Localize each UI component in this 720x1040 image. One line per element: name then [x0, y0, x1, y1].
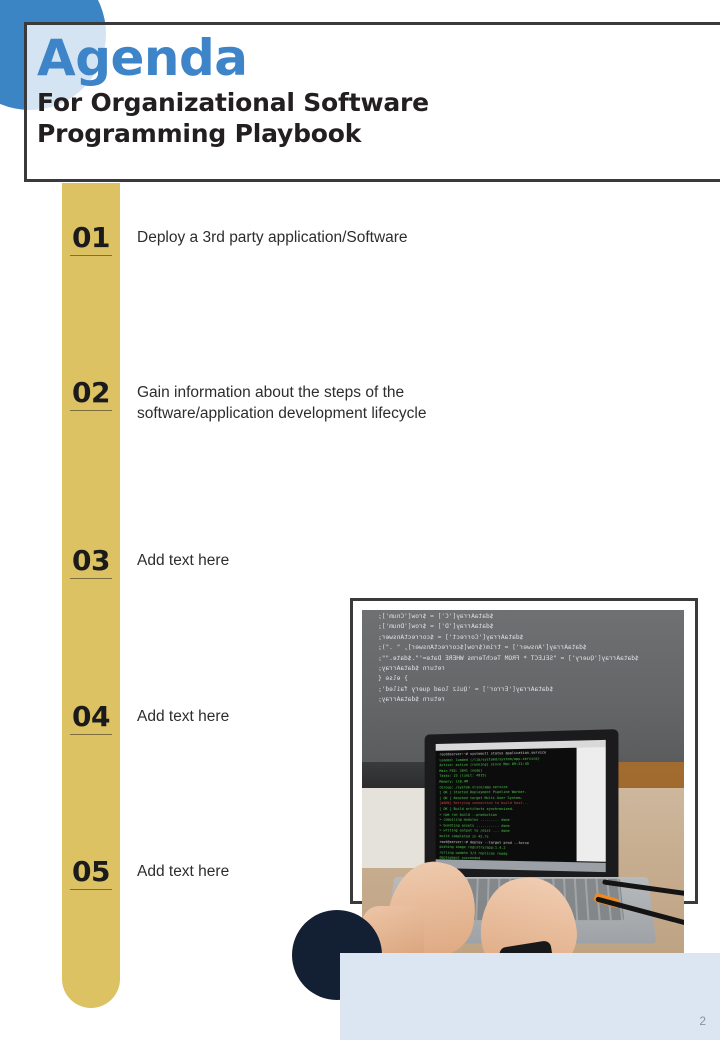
agenda-text-line: Gain information about the steps of the [137, 384, 405, 401]
agenda-text: Add text here [120, 856, 662, 882]
laptop-coding-photo: $dataArray['C'] = $row['Cnum'];$dataArra… [362, 610, 684, 968]
agenda-number: 03 [72, 544, 110, 577]
agenda-item-03[interactable]: 03 Add text here [62, 545, 662, 607]
agenda-text-line: software/application development lifecyc… [137, 405, 427, 422]
agenda-number-wrapper: 04 [62, 701, 120, 735]
agenda-text: Deploy a 3rd party application/Software [120, 222, 662, 248]
agenda-number-wrapper: 03 [62, 545, 120, 579]
agenda-number-wrapper: 05 [62, 856, 120, 890]
laptop-code-text: root@server:~# systemctl status applicat… [439, 750, 547, 861]
agenda-text-line: Deploy a 3rd party application/Software [137, 229, 408, 246]
page-subtitle: For Organizational Software Programming … [37, 87, 657, 149]
agenda-number: 01 [72, 221, 110, 254]
agenda-number: 02 [72, 376, 110, 409]
agenda-item-04[interactable]: 04 Add text here [62, 701, 662, 763]
agenda-text: Gain information about the steps of the … [120, 377, 662, 424]
agenda-item-01[interactable]: 01 Deploy a 3rd party application/Softwa… [62, 222, 662, 284]
blue-panel-decoration: 2 [340, 953, 720, 1040]
screen-side-panel [576, 747, 606, 862]
agenda-item-05[interactable]: 05 Add text here [62, 856, 662, 918]
agenda-text: Add text here [120, 701, 662, 727]
page-title: Agenda [37, 29, 248, 87]
agenda-number-wrapper: 01 [62, 222, 120, 256]
photo-scene: $dataArray['C'] = $row['Cnum'];$dataArra… [362, 610, 684, 968]
gold-accent-bar [62, 183, 120, 1008]
agenda-text-line: Add text here [137, 708, 230, 725]
agenda-item-02[interactable]: 02 Gain information about the steps of t… [62, 377, 662, 439]
agenda-text-line: Add text here [137, 552, 230, 569]
agenda-number-underline [70, 410, 112, 411]
agenda-number-underline [70, 578, 112, 579]
subtitle-line-1: For Organizational Software [37, 88, 429, 117]
agenda-number: 05 [72, 855, 110, 888]
header-inner: Agenda For Organizational Software Progr… [37, 29, 657, 149]
agenda-number-underline [70, 255, 112, 256]
agenda-number: 04 [72, 700, 110, 733]
agenda-text: Add text here [120, 545, 662, 571]
laptop-screen: root@server:~# systemctl status applicat… [435, 739, 606, 873]
agenda-number-underline [70, 889, 112, 890]
subtitle-line-2: Programming Playbook [37, 119, 362, 148]
page-number: 2 [699, 1014, 706, 1028]
agenda-text-line: Add text here [137, 863, 230, 880]
background-code-text: $dataArray['C'] = $row['Cnum'];$dataArra… [378, 613, 639, 704]
header-box: Agenda For Organizational Software Progr… [24, 22, 720, 182]
agenda-number-wrapper: 02 [62, 377, 120, 411]
agenda-number-underline [70, 734, 112, 735]
